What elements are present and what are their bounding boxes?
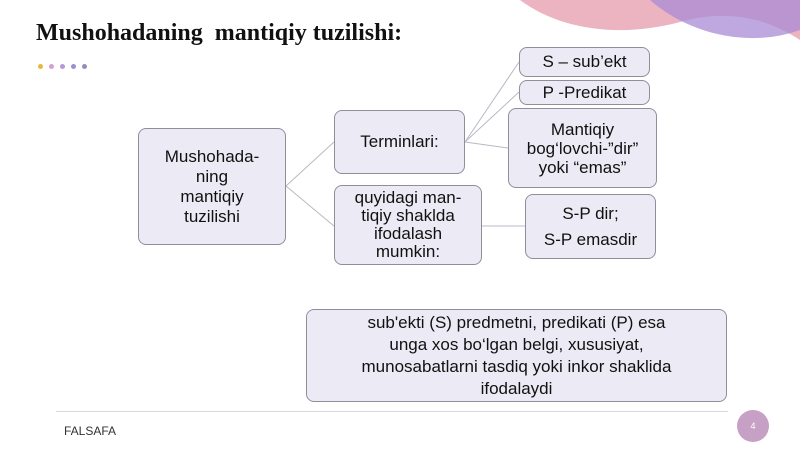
forms-node-label: quyidagi man- tiqiy shaklda ifodalash mu… — [354, 188, 462, 261]
forms-node: quyidagi man- tiqiy shaklda ifodalash mu… — [334, 185, 482, 265]
dot-4 — [71, 64, 76, 69]
dot-3 — [60, 64, 65, 69]
corner-wave-decoration — [520, 0, 800, 40]
root-node: Mushohada- ning mantiqiy tuzilishi — [138, 128, 286, 245]
dot-5 — [82, 64, 87, 69]
connective-node-label: Mantiqiy bog‘lovchi-”dir” yoki “emas” — [526, 119, 639, 177]
note-node-label: sub'ekti (S) predmetni, predikati (P) es… — [361, 312, 672, 398]
page-number-badge: 4 — [737, 410, 769, 442]
footer-label: FALSAFA — [64, 424, 117, 438]
terms-node-label: Terminlari: — [360, 132, 439, 151]
footer-divider — [56, 411, 728, 412]
subject-node-label: S – sub’ekt — [542, 52, 627, 71]
slide-title: Mushohadaning mantiqiy tuzilishi: — [36, 20, 403, 46]
decorative-dots — [38, 64, 87, 69]
terms-node: Terminlari: — [334, 110, 465, 174]
dot-1 — [38, 64, 43, 69]
formulas-node: S-P dir; S-P emasdir — [525, 194, 656, 259]
predicate-node-label: P -Predikat — [542, 82, 627, 102]
subject-node: S – sub’ekt — [519, 47, 650, 77]
formulas-node-label: S-P dir; S-P emasdir — [543, 203, 638, 249]
dot-2 — [49, 64, 54, 69]
connective-node: Mantiqiy bog‘lovchi-”dir” yoki “emas” — [508, 108, 657, 188]
predicate-node: P -Predikat — [519, 80, 650, 105]
root-node-label: Mushohada- ning mantiqiy tuzilishi — [164, 146, 260, 226]
page-number: 4 — [750, 421, 756, 431]
note-node: sub'ekti (S) predmetni, predikati (P) es… — [306, 309, 727, 402]
